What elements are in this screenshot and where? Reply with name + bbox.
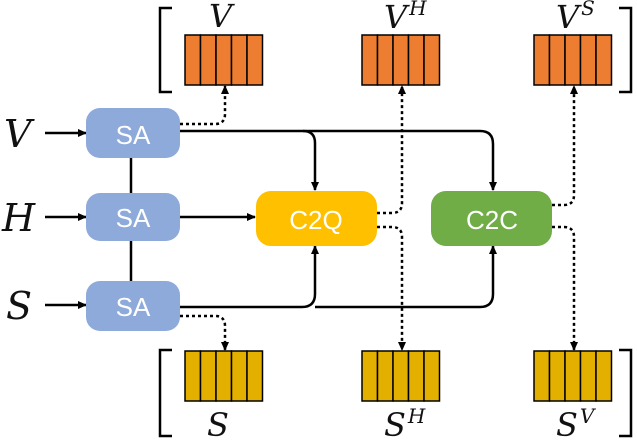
output-cell [184, 34, 202, 86]
output-cells-v [184, 34, 264, 86]
output-cell [533, 350, 551, 402]
top-bracket [158, 6, 633, 94]
output-cell [423, 34, 441, 86]
output-cells-sh [361, 350, 441, 402]
output-cell [579, 34, 597, 86]
output-cells-sv [533, 350, 613, 402]
output-cell [564, 34, 582, 86]
output-cell [595, 350, 613, 402]
output-cell [215, 350, 233, 402]
output-cell [548, 34, 566, 86]
input-label-s: S [6, 284, 32, 328]
output-cells-vs [533, 34, 613, 86]
output-cell [184, 350, 202, 402]
output-cell [199, 34, 217, 86]
input-label-h: H [1, 196, 36, 240]
output-cell [407, 350, 425, 402]
c2c-block: C2C [431, 191, 552, 246]
output-cell [579, 350, 597, 402]
c2q-label: C2Q [289, 205, 342, 235]
input-label-v: V [4, 112, 35, 156]
output-cell [376, 34, 394, 86]
output-cell [246, 34, 264, 86]
output-cells-vh [361, 34, 441, 86]
output-cell [595, 34, 613, 86]
bottom-bracket [158, 348, 633, 438]
sa-block-v: SA [86, 108, 180, 158]
output-cell [230, 34, 248, 86]
output-cell [361, 350, 379, 402]
output-cell [230, 350, 248, 402]
output-cell [392, 350, 410, 402]
sa-block-h: SA [86, 193, 180, 241]
output-cell [564, 350, 582, 402]
dotted-connections [180, 85, 578, 351]
output-cell [548, 350, 566, 402]
sa-label-s: SA [116, 292, 151, 322]
output-label-v: V [209, 0, 235, 35]
output-cell [246, 350, 264, 402]
output-cells-s [184, 350, 264, 402]
output-cell [199, 350, 217, 402]
output-cell [361, 34, 379, 86]
c2c-label: C2C [466, 205, 518, 235]
sa-label-v: SA [116, 120, 151, 150]
output-cell [423, 350, 441, 402]
output-cell [376, 350, 394, 402]
output-cell [392, 34, 410, 86]
output-cell [407, 34, 425, 86]
sa-label-h: SA [116, 203, 151, 233]
c2q-block: C2Q [256, 191, 377, 246]
output-cell [533, 34, 551, 86]
solid-connections [45, 129, 497, 309]
output-cell [215, 34, 233, 86]
sa-block-s: SA [86, 281, 180, 331]
output-label-s: S [207, 406, 229, 442]
